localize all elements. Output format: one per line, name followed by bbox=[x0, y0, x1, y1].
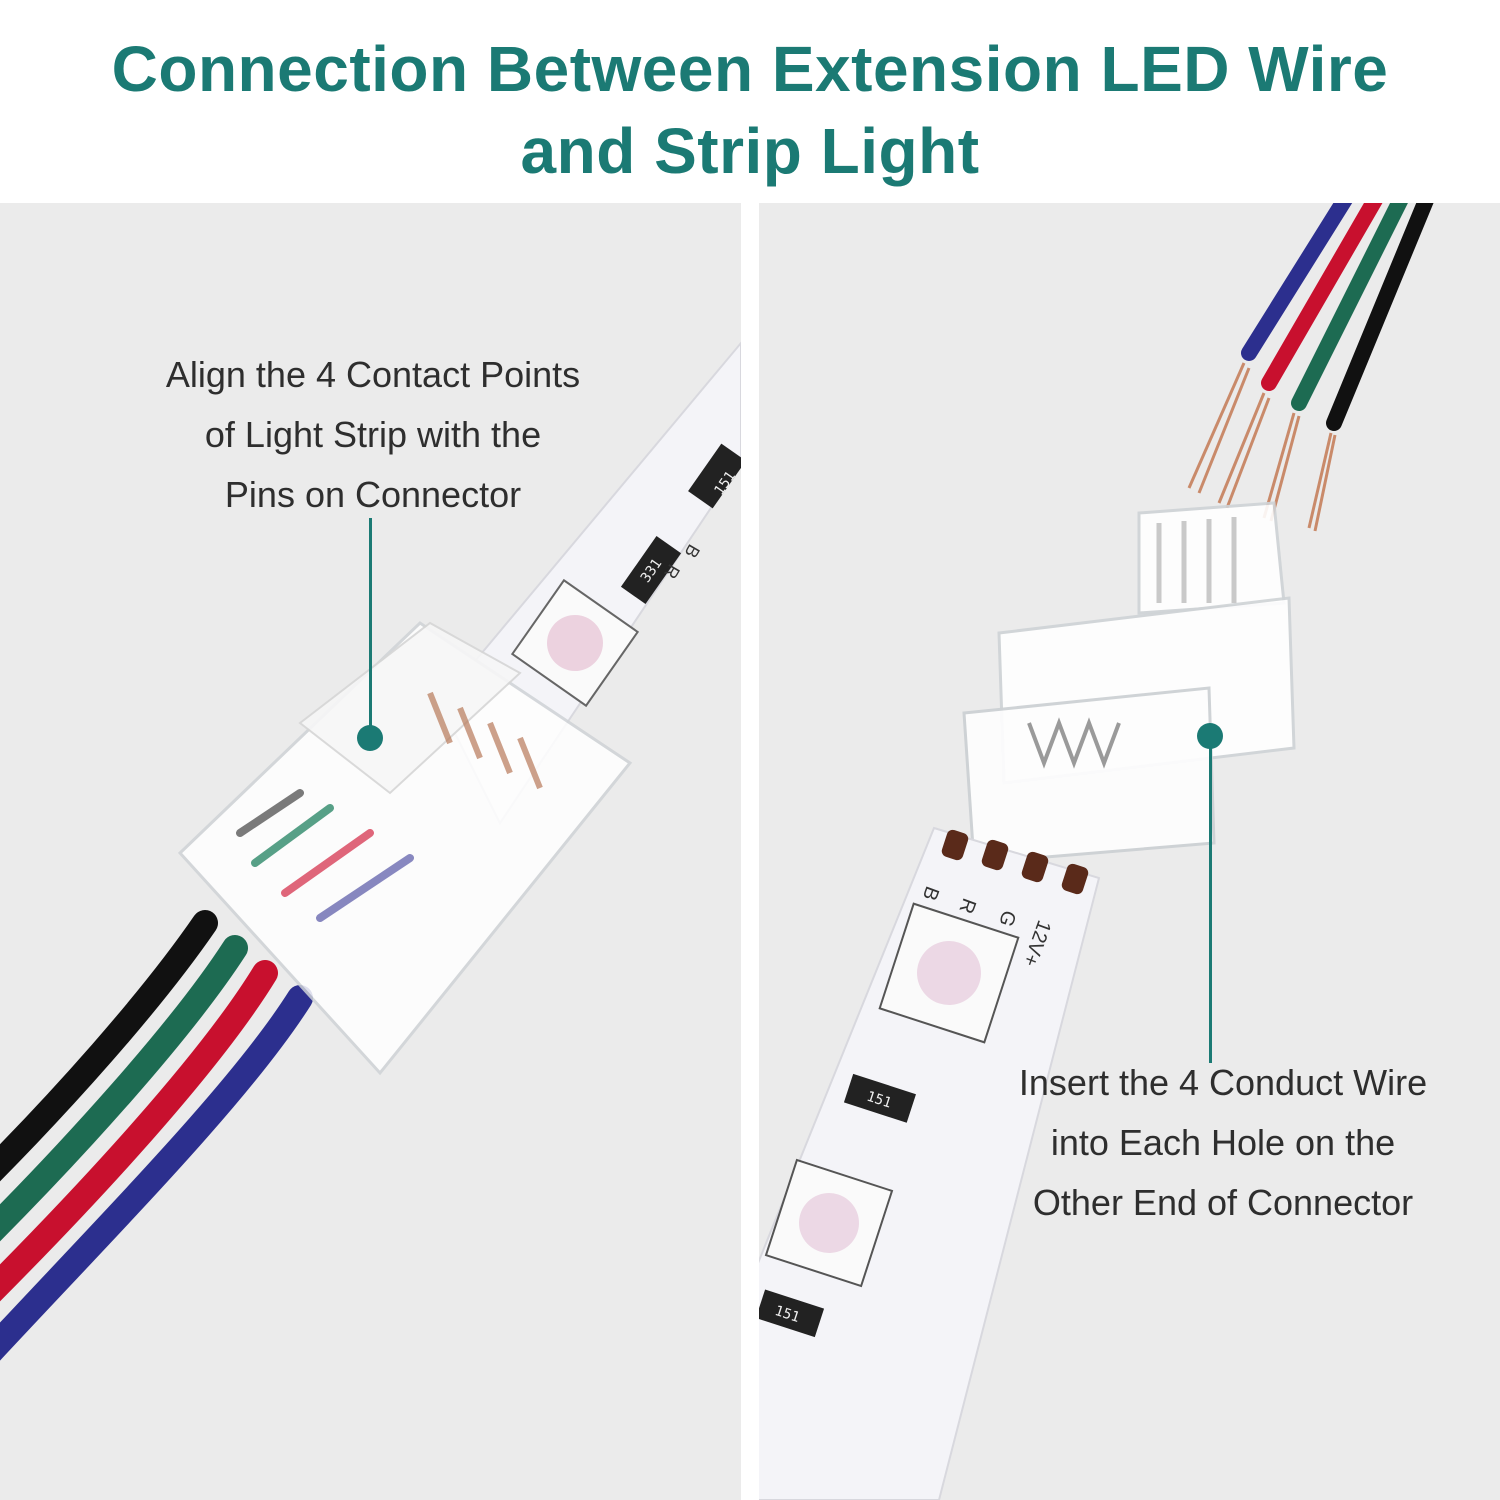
clear-connector bbox=[962, 501, 1296, 865]
copper-pads bbox=[941, 829, 1089, 895]
caption-line: Insert the 4 Conduct Wire bbox=[1018, 1062, 1428, 1103]
clear-connector bbox=[177, 621, 633, 1076]
led-chip bbox=[510, 578, 640, 708]
caption-line: into Each Hole on the bbox=[1050, 1122, 1396, 1163]
right-instruction-caption: Insert the 4 Conduct Wire into Each Hole… bbox=[978, 1053, 1468, 1233]
callout-line bbox=[1209, 743, 1212, 1063]
resistor-code: 151 bbox=[864, 1089, 893, 1112]
title-line-2: and Strip Light bbox=[520, 115, 980, 187]
rgb-wire-bundle bbox=[0, 910, 313, 1361]
resistor: 331 bbox=[620, 536, 682, 604]
led-chip bbox=[764, 1158, 894, 1288]
right-instruction-panel: B R G 12V+ 151 151 Insert the 4 Con bbox=[759, 203, 1500, 1500]
separated-connector-illustration: B R G 12V+ 151 151 bbox=[759, 203, 1434, 1500]
callout-dot-icon bbox=[1197, 723, 1223, 749]
pad-label: R bbox=[954, 895, 980, 916]
callout-dot-icon bbox=[357, 725, 383, 751]
resistor-code: 151 bbox=[773, 1303, 802, 1326]
callout-line bbox=[369, 518, 372, 738]
page-title: Connection Between Extension LED Wire an… bbox=[0, 28, 1500, 192]
caption-line: Pins on Connector bbox=[224, 474, 522, 515]
left-instruction-caption: Align the 4 Contact Points of Light Stri… bbox=[120, 345, 626, 525]
rgb-extension-wires bbox=[1241, 203, 1434, 431]
title-line-1: Connection Between Extension LED Wire bbox=[111, 33, 1389, 105]
assembled-connector-illustration: 151 331 B R bbox=[0, 341, 741, 1361]
resistor: 151 bbox=[843, 1073, 916, 1123]
caption-line: Other End of Connector bbox=[1032, 1182, 1414, 1223]
exposed-copper-strands bbox=[1187, 362, 1337, 532]
caption-line: Align the 4 Contact Points bbox=[165, 354, 581, 395]
caption-line: of Light Strip with the bbox=[204, 414, 542, 455]
led-strip: B R G 12V+ 151 151 bbox=[759, 826, 1101, 1500]
pad-label: G bbox=[994, 907, 1020, 929]
led-chip bbox=[878, 902, 1020, 1044]
left-instruction-panel: 151 331 B R bbox=[0, 203, 741, 1500]
resistor: 151 bbox=[759, 1289, 825, 1338]
